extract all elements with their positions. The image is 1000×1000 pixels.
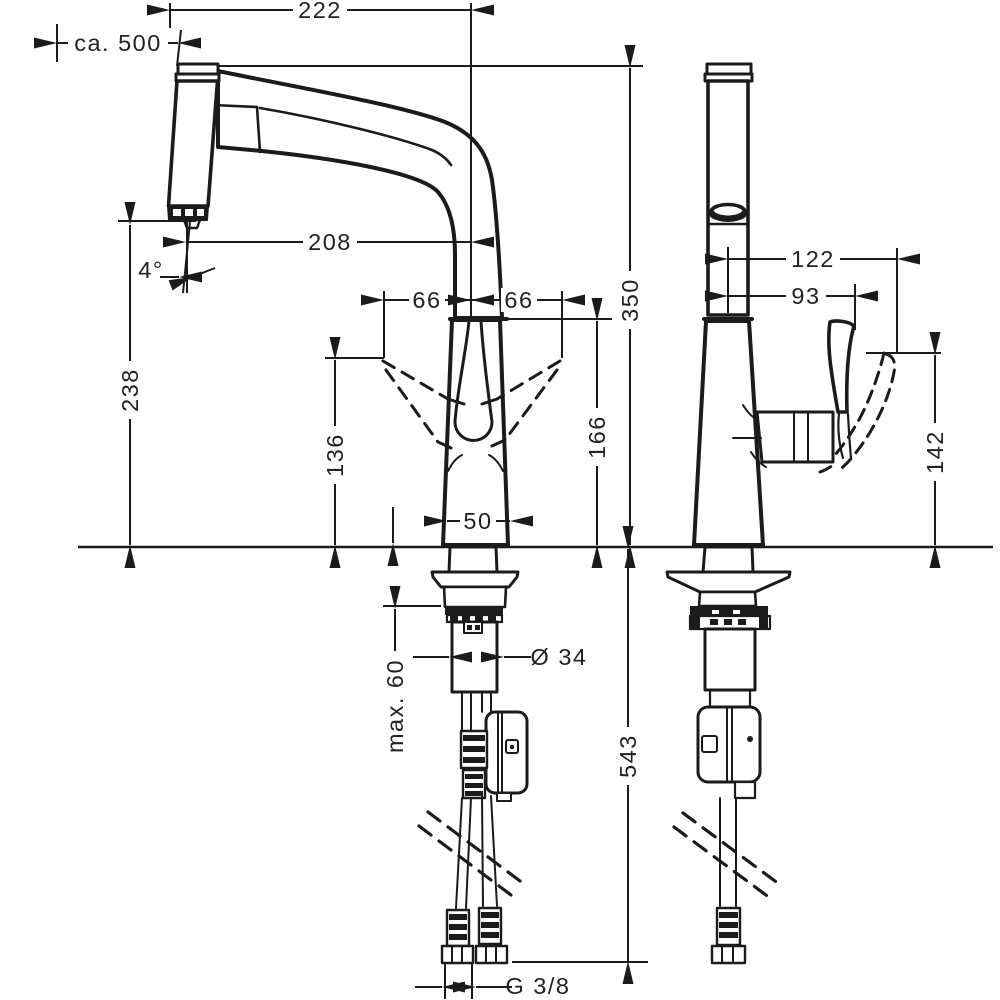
dim-label-222: 222 [298, 0, 342, 23]
dim-label-50: 50 [463, 508, 492, 534]
dim-label-g38: G 3/8 [506, 973, 571, 999]
diverter-block-front [696, 705, 762, 784]
spout-arm-seam [255, 105, 262, 154]
spout-arm-middle-line [258, 106, 453, 167]
dim-label-136: 136 [322, 433, 348, 477]
dim-label-208: 208 [308, 229, 352, 255]
mounting-shank-front [703, 627, 757, 692]
dim-label-142: 142 [922, 430, 948, 474]
riser-crease-left [447, 454, 463, 472]
side-view [166, 62, 562, 965]
dim-label-350: 350 [617, 278, 643, 322]
dim-label-ca500: ca. 500 [74, 30, 162, 56]
handle-lever [827, 319, 856, 414]
escutcheon-front [665, 570, 792, 594]
riser-crease-right [488, 454, 504, 472]
dim-label-4deg: 4° [138, 257, 163, 283]
dim-label-122: 122 [791, 246, 835, 272]
handle-swing-range [381, 359, 562, 444]
front-under-counter [665, 545, 792, 965]
dim-label-66-right: 66 [504, 287, 533, 313]
dim-label-238: 238 [117, 368, 143, 412]
hose-break-mark [417, 810, 526, 900]
seal-ring [445, 607, 503, 615]
dim-label-max60: max. 60 [382, 659, 408, 753]
spout-arm-outline [216, 69, 504, 320]
dimension-labels: 222 ca. 500 208 4° 66 66 238 136 350 166… [74, 0, 948, 999]
dim-label-dia34: Ø 34 [531, 644, 588, 670]
dim-label-66-left: 66 [412, 287, 441, 313]
label-backgrounds [68, 0, 947, 785]
hose-break-mark-front [672, 811, 781, 900]
handle-swing-front [818, 351, 897, 474]
hose-nut-front [710, 944, 747, 965]
seal-ring-front [690, 606, 768, 616]
riser-front [692, 319, 765, 547]
dim-label-93: 93 [791, 283, 820, 309]
spout-arm-connector [211, 103, 259, 109]
front-view [665, 62, 897, 965]
hose-nut-left [440, 944, 475, 965]
side-under-counter [417, 545, 529, 965]
hose-nut-right [474, 944, 509, 965]
teardrop-seam [453, 319, 494, 442]
dim-label-543: 543 [615, 734, 641, 778]
escutcheon [430, 570, 520, 589]
pullout-head [166, 62, 221, 230]
dim-label-166: 166 [584, 415, 610, 459]
